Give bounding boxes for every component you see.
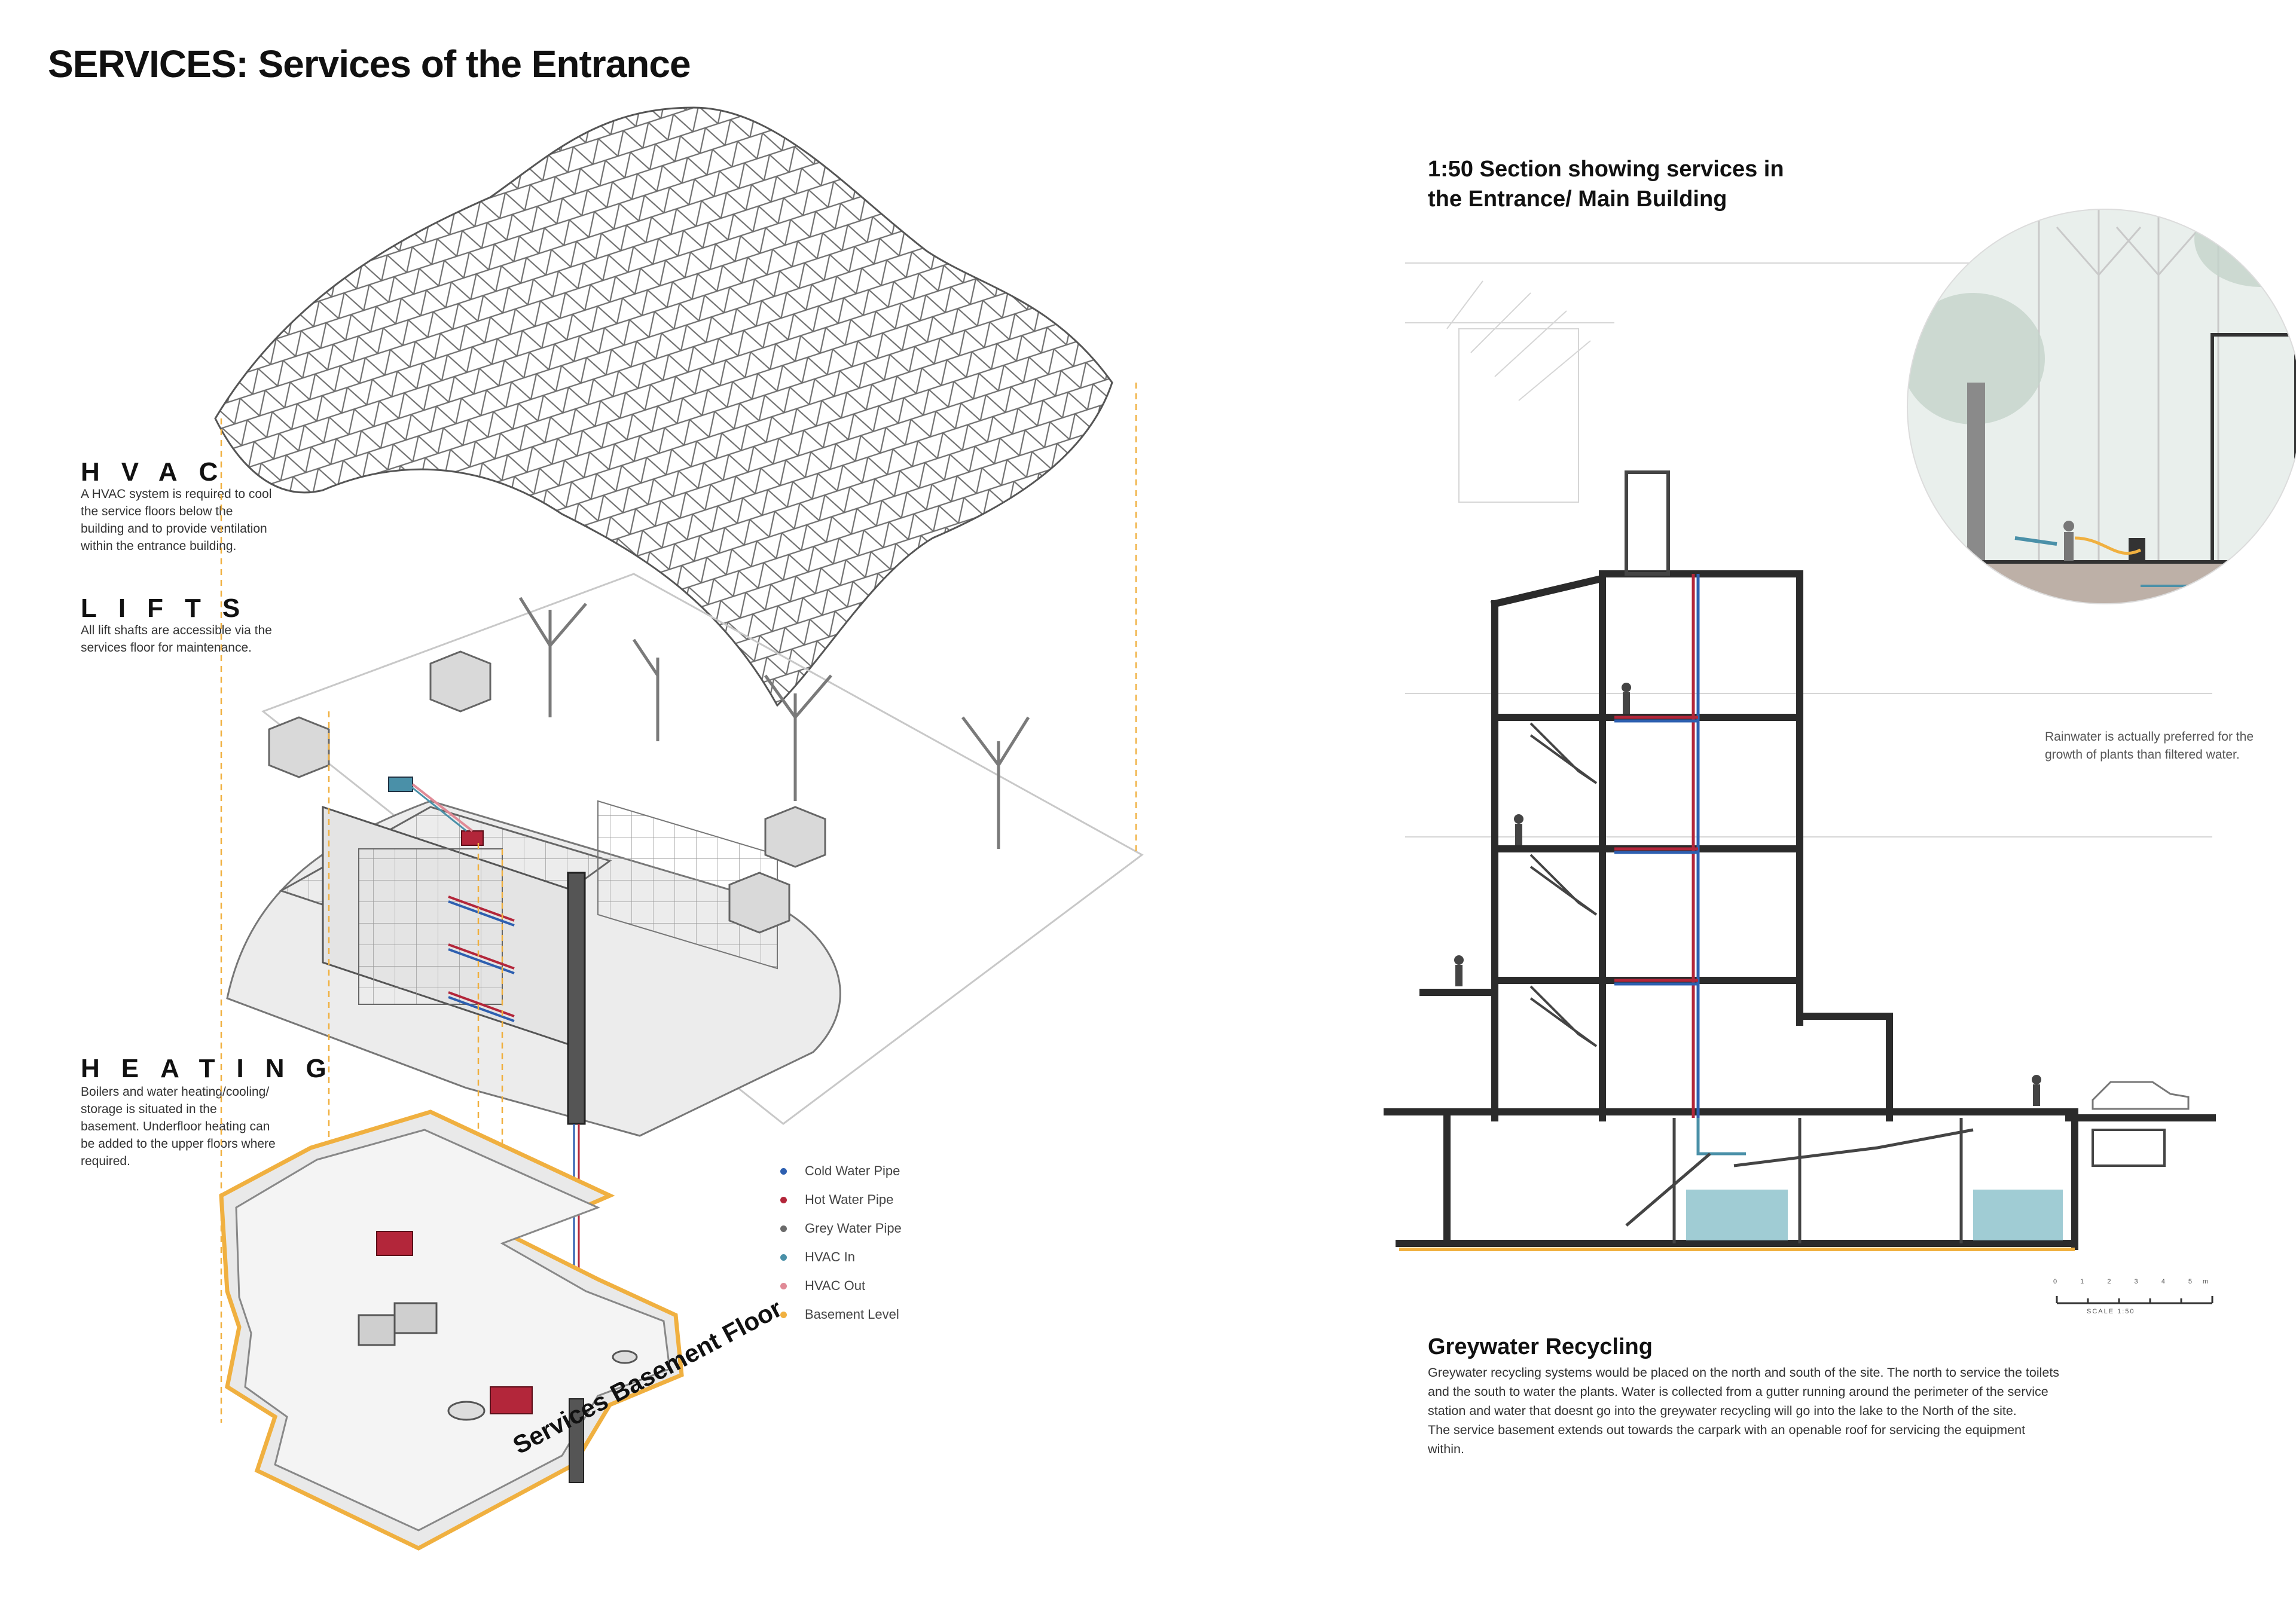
scale-bar-icon — [2056, 1296, 2213, 1304]
car — [2092, 1081, 2190, 1110]
legend-label: Basement Level — [805, 1307, 899, 1322]
heating-description: Boilers and water heating/cooling/ stora… — [81, 1085, 276, 1168]
axonometric-diagram — [214, 106, 1144, 1551]
lift-shaft — [567, 872, 586, 1125]
hvac-heading: HVAC — [81, 457, 240, 487]
scale-caption: SCALE 1:50 — [2087, 1308, 2135, 1315]
legend-label: HVAC In — [805, 1249, 855, 1264]
legend-label: Hot Water Pipe — [805, 1192, 894, 1207]
greywater-description: Greywater recycling systems would be pla… — [1428, 1363, 2062, 1459]
stair-pods — [268, 650, 826, 934]
grey-water-dot-icon — [780, 1225, 787, 1232]
legend-label: Cold Water Pipe — [805, 1163, 900, 1178]
section-title-line: 1:50 Section showing services in — [1428, 157, 1784, 182]
rainwater-caption: Rainwater is actually preferred for the … — [2045, 730, 2254, 762]
tree-columns — [518, 597, 1030, 849]
hvac-in-dot-icon — [780, 1254, 787, 1261]
legend-label: Grey Water Pipe — [805, 1221, 902, 1236]
legend-item: Grey Water Pipe — [780, 1214, 902, 1243]
section-title: 1:50 Section showing services in the Ent… — [1428, 154, 1846, 214]
gridshell-canopy — [214, 106, 1113, 707]
legend-item: Basement Level — [780, 1300, 902, 1329]
hvac-out-dot-icon — [780, 1282, 787, 1289]
building-section-drawing — [1384, 262, 2216, 1251]
rainwater-inset — [1907, 209, 2296, 604]
greywater-paragraph: Greywater recycling systems would be pla… — [1428, 1365, 2060, 1418]
cold-water-dot-icon — [780, 1167, 787, 1175]
scale-ticks-label: 0 1 2 3 4 5m — [2053, 1278, 2219, 1285]
legend-item: Cold Water Pipe — [780, 1157, 902, 1185]
page-title: SERVICES: Services of the Entrance — [48, 42, 691, 85]
lifts-description: All lift shafts are accessible via the s… — [81, 623, 272, 655]
pipe-legend: Cold Water Pipe Hot Water Pipe Grey Wate… — [780, 1157, 902, 1329]
basement-level-dot-icon — [780, 1311, 787, 1318]
legend-item: HVAC Out — [780, 1271, 902, 1300]
legend-label: HVAC Out — [805, 1278, 866, 1293]
legend-item: HVAC In — [780, 1243, 902, 1271]
greywater-heading: Greywater Recycling — [1428, 1334, 1653, 1359]
legend-item: Hot Water Pipe — [780, 1185, 902, 1214]
people-figures — [1454, 683, 2041, 1106]
section-title-line: the Entrance/ Main Building — [1428, 187, 1727, 212]
hot-water-dot-icon — [780, 1196, 787, 1203]
greywater-paragraph: The service basement extends out towards… — [1428, 1423, 2026, 1456]
heating-heading: HEATING — [81, 1054, 348, 1083]
hvac-description: A HVAC system is required to cool the se… — [81, 487, 272, 553]
lifts-heading: LIFTS — [81, 594, 262, 623]
